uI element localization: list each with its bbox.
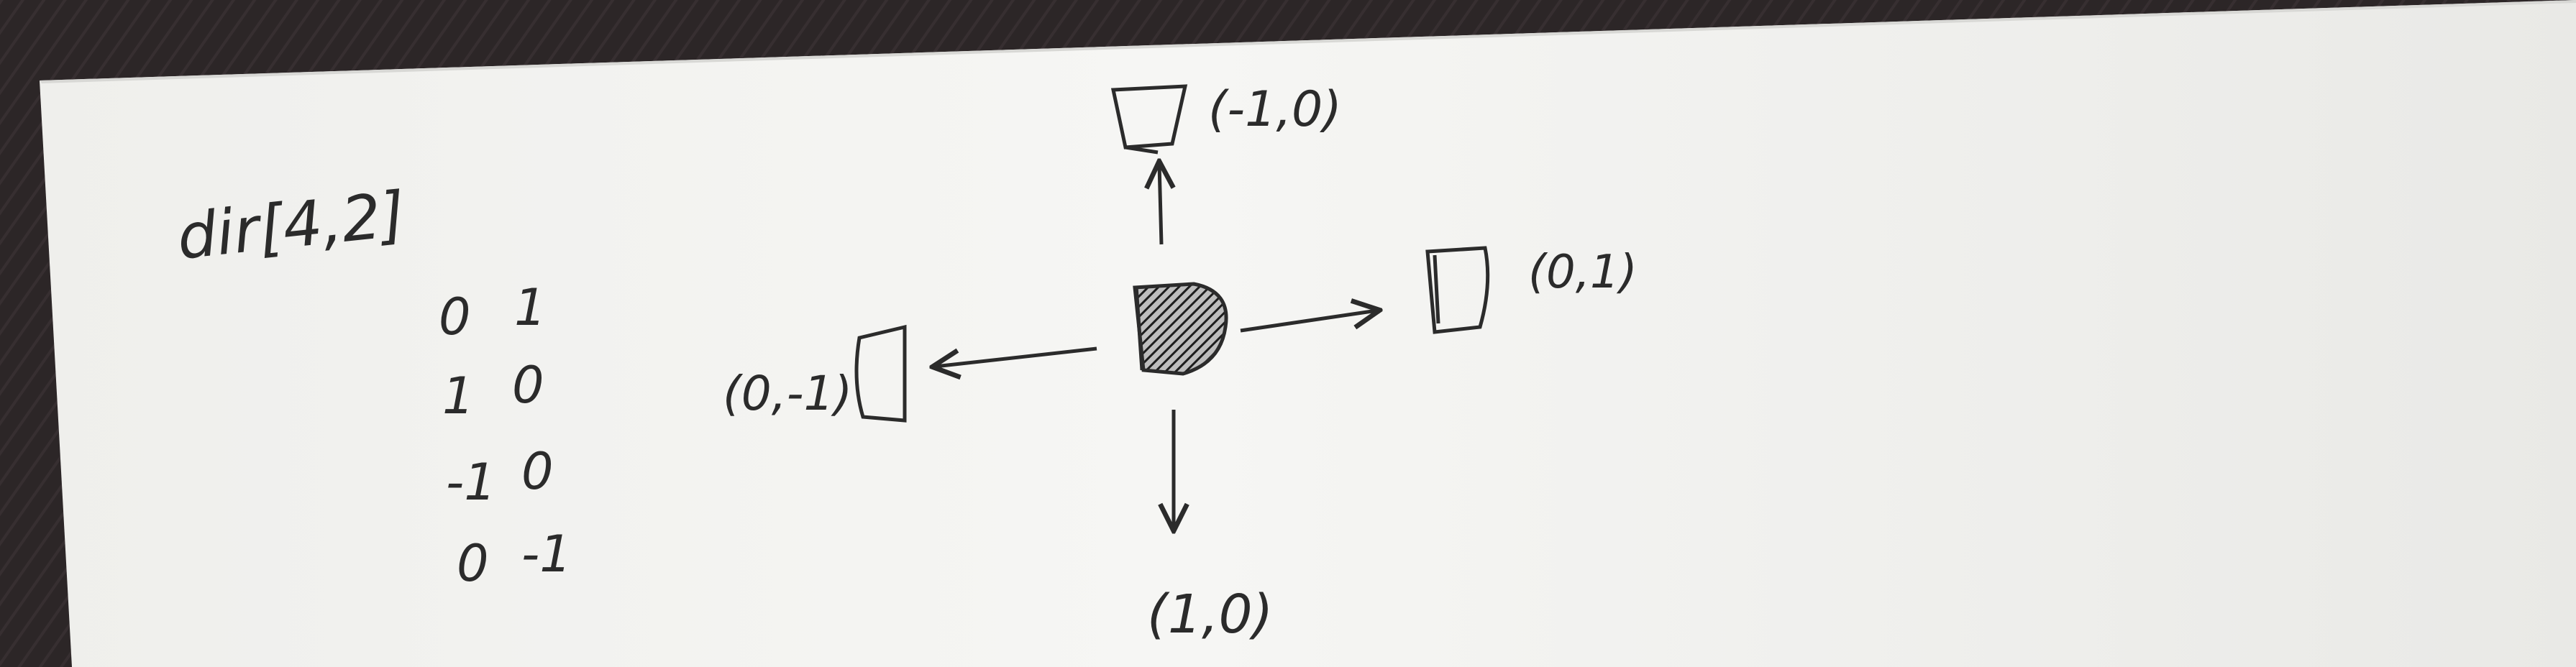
row-4-col-1: 0 — [457, 534, 489, 593]
row-3-col-1: -1 — [446, 453, 496, 512]
row-1-col-1: 0 — [439, 288, 471, 346]
center-cell — [1133, 282, 1228, 376]
arrow-right — [1240, 310, 1377, 333]
down-label: (1,0) — [1147, 584, 1273, 645]
row-1-col-2: 1 — [514, 278, 547, 337]
arrow-left — [935, 346, 1097, 367]
direction-diagram: (-1,0) (0,1) (0,-1) (1,0) — [723, 81, 1638, 645]
right-cell — [1425, 246, 1490, 334]
paper-shadow-edge — [40, 0, 2576, 83]
up-label: (-1,0) — [1208, 81, 1342, 138]
arrow-up — [1159, 164, 1161, 245]
row-2-col-1: 1 — [442, 367, 475, 426]
left-cell — [854, 324, 907, 423]
row-3-col-2: 0 — [521, 442, 554, 501]
paper-sheet — [40, 0, 2576, 667]
row-4-col-2: -1 — [521, 525, 572, 584]
right-label: (0,1) — [1528, 246, 1638, 299]
up-cell — [1110, 84, 1188, 155]
left-label: (0,-1) — [723, 366, 852, 421]
row-2-col-2: 0 — [512, 356, 544, 415]
